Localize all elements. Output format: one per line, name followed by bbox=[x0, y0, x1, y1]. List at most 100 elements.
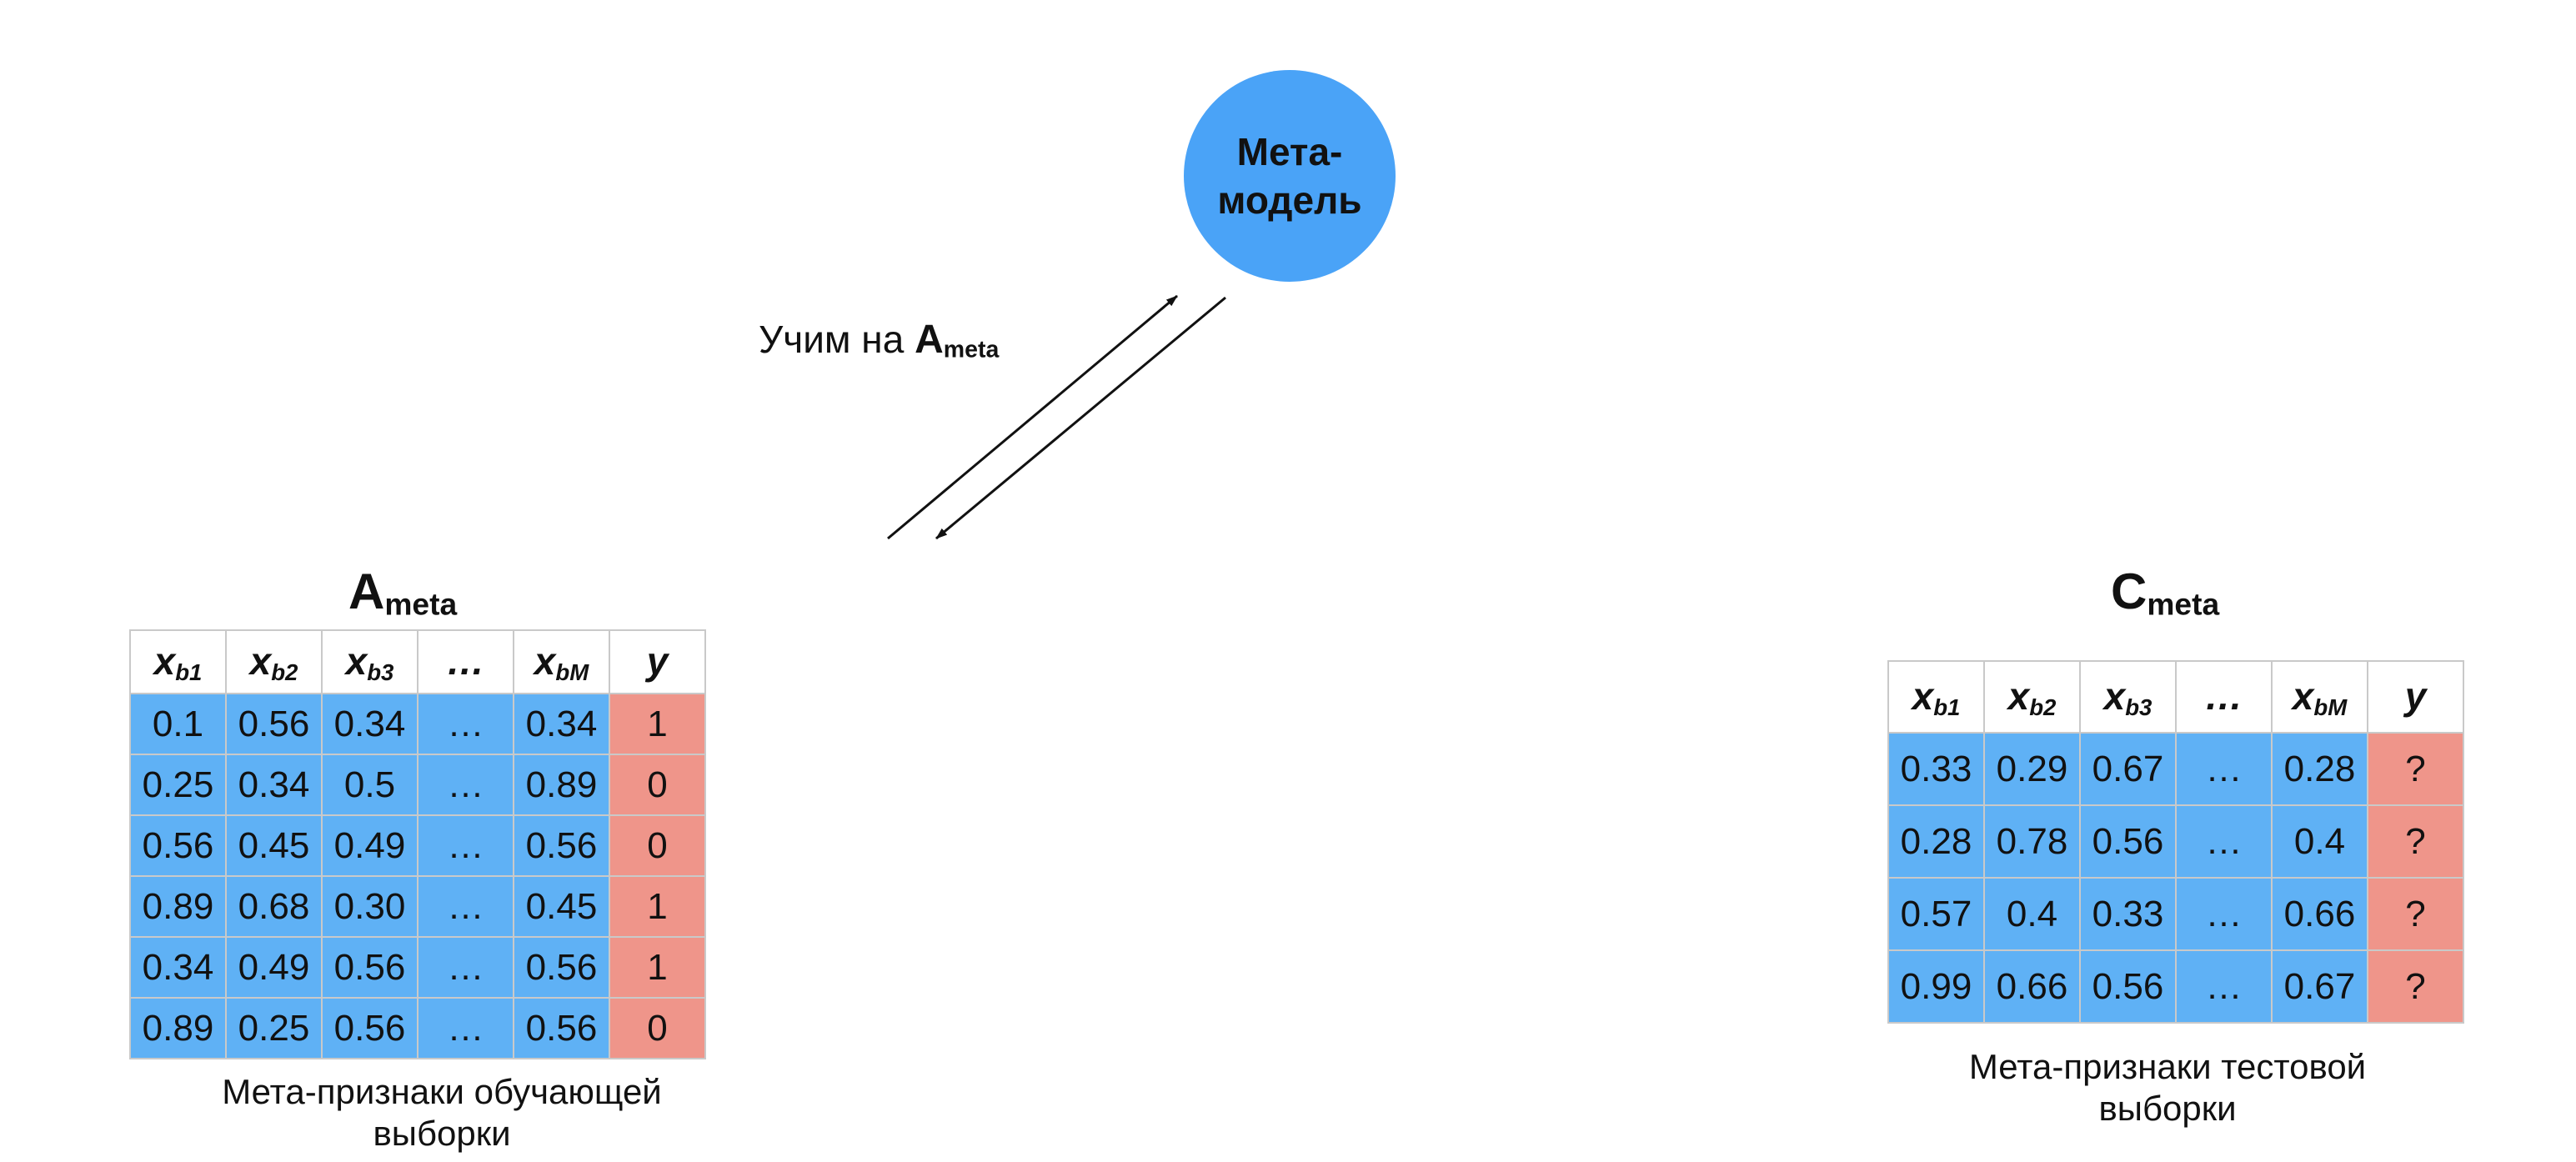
target-cell: 1 bbox=[609, 875, 706, 938]
left-table-title: Ameta bbox=[348, 563, 457, 622]
feature-cell: 0.68 bbox=[225, 875, 323, 938]
feature-cell: 0.56 bbox=[513, 814, 610, 877]
left-header-cell: xb1 bbox=[129, 629, 227, 694]
feature-cell: 0.30 bbox=[321, 875, 418, 938]
feature-cell: 0.56 bbox=[321, 997, 418, 1059]
feature-cell: 0.89 bbox=[129, 997, 227, 1059]
feature-cell: 0.89 bbox=[513, 754, 610, 816]
right-header-cell: xb1 bbox=[1887, 660, 1985, 734]
right-header-cell: … bbox=[2175, 660, 2273, 734]
feature-cell: 0.66 bbox=[1983, 949, 2081, 1024]
feature-cell: 0.56 bbox=[129, 814, 227, 877]
feature-cell: 0.99 bbox=[1887, 949, 1985, 1024]
feature-cell: … bbox=[2175, 877, 2273, 951]
target-cell: 0 bbox=[609, 814, 706, 877]
feature-cell: 0.34 bbox=[225, 754, 323, 816]
feature-cell: 0.56 bbox=[2079, 804, 2177, 879]
feature-cell: 0.66 bbox=[2271, 877, 2368, 951]
feature-cell: 0.67 bbox=[2079, 732, 2177, 806]
right-table-title: Cmeta bbox=[2111, 563, 2219, 622]
feature-cell: 0.56 bbox=[2079, 949, 2177, 1024]
arrow-down-from-model bbox=[935, 296, 1226, 540]
feature-cell: 0.89 bbox=[129, 875, 227, 938]
target-cell: 1 bbox=[609, 693, 706, 755]
target-cell: ? bbox=[2367, 877, 2464, 951]
feature-cell: 0.57 bbox=[1887, 877, 1985, 951]
left-header-cell: … bbox=[417, 629, 514, 694]
right-header-cell: y bbox=[2367, 660, 2464, 734]
feature-cell: 0.45 bbox=[225, 814, 323, 877]
feature-cell: … bbox=[417, 814, 514, 877]
feature-cell: 0.56 bbox=[225, 693, 323, 755]
feature-cell: 0.29 bbox=[1983, 732, 2081, 806]
feature-cell: 0.4 bbox=[2271, 804, 2368, 879]
feature-cell: … bbox=[417, 997, 514, 1059]
right-header-cell: xb3 bbox=[2079, 660, 2177, 734]
target-cell: ? bbox=[2367, 732, 2464, 806]
right-header-row: xb1 xb2 xb3 … xbM y bbox=[1887, 660, 2464, 734]
target-cell: ? bbox=[2367, 949, 2464, 1024]
left-header-cell: y bbox=[609, 629, 706, 694]
train-label-a: A bbox=[915, 318, 944, 362]
left-title-main: A bbox=[348, 563, 385, 619]
feature-cell: 0.34 bbox=[321, 693, 418, 755]
feature-cell: 0.25 bbox=[129, 754, 227, 816]
left-header-cell: xb3 bbox=[321, 629, 418, 694]
left-caption: Мета-признаки обучающей выборки bbox=[222, 1072, 662, 1153]
feature-cell: 0.78 bbox=[1983, 804, 2081, 879]
feature-cell: 0.4 bbox=[1983, 877, 2081, 951]
target-cell: 0 bbox=[609, 754, 706, 816]
right-caption: Мета-признаки тестовой выборки bbox=[1968, 1047, 2367, 1128]
meta-model-node: Мета- модель bbox=[1184, 70, 1396, 282]
train-label: Учим на Ameta bbox=[759, 317, 999, 364]
feature-cell: 0.1 bbox=[129, 693, 227, 755]
feature-cell: … bbox=[417, 754, 514, 816]
feature-cell: 0.33 bbox=[1887, 732, 1985, 806]
feature-cell: 0.56 bbox=[513, 997, 610, 1059]
left-header-cell: xb2 bbox=[225, 629, 323, 694]
feature-cell: 0.49 bbox=[321, 814, 418, 877]
target-cell: 1 bbox=[609, 936, 706, 999]
feature-cell: … bbox=[417, 936, 514, 999]
feature-cell: … bbox=[417, 693, 514, 755]
right-title-main: C bbox=[2111, 563, 2148, 619]
left-header-cell: xbM bbox=[513, 629, 610, 694]
feature-cell: 0.34 bbox=[129, 936, 227, 999]
feature-cell: 0.56 bbox=[513, 936, 610, 999]
train-label-sub: meta bbox=[943, 336, 1000, 363]
feature-cell: 0.5 bbox=[321, 754, 418, 816]
feature-cell: 0.56 bbox=[321, 936, 418, 999]
target-cell: ? bbox=[2367, 804, 2464, 879]
train-label-prefix: Учим на bbox=[759, 318, 915, 361]
feature-cell: … bbox=[2175, 949, 2273, 1024]
feature-cell: 0.33 bbox=[2079, 877, 2177, 951]
feature-cell: 0.25 bbox=[225, 997, 323, 1059]
right-header-cell: xb2 bbox=[1983, 660, 2081, 734]
right-title-sub: meta bbox=[2147, 586, 2220, 622]
target-cell: 0 bbox=[609, 997, 706, 1059]
arrow-up-to-model bbox=[887, 294, 1178, 540]
feature-cell: … bbox=[2175, 804, 2273, 879]
left-title-sub: meta bbox=[384, 586, 458, 622]
left-header-row: xb1 xb2 xb3 … xbM y bbox=[129, 629, 706, 694]
feature-cell: 0.28 bbox=[1887, 804, 1985, 879]
feature-cell: 0.45 bbox=[513, 875, 610, 938]
feature-cell: 0.28 bbox=[2271, 732, 2368, 806]
feature-cell: … bbox=[2175, 732, 2273, 806]
feature-cell: 0.49 bbox=[225, 936, 323, 999]
meta-model-label: Мета- модель bbox=[1217, 130, 1362, 222]
feature-cell: 0.67 bbox=[2271, 949, 2368, 1024]
